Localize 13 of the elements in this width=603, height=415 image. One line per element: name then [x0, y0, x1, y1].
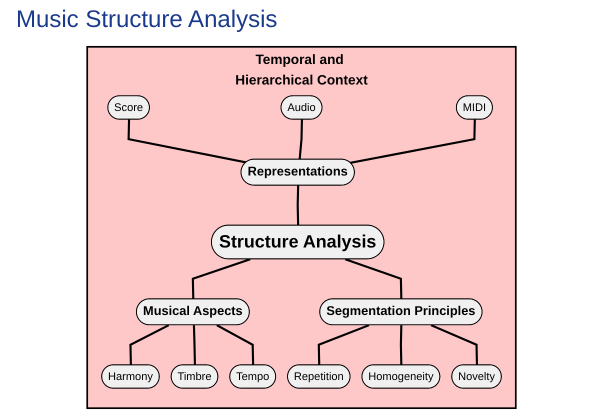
diagram-title: Music Structure Analysis	[16, 6, 278, 34]
connector	[129, 324, 170, 366]
connector	[298, 120, 303, 160]
connector	[318, 324, 370, 366]
connector	[400, 325, 402, 366]
connector	[296, 186, 300, 226]
connector	[192, 325, 196, 366]
connector	[216, 324, 254, 366]
connector	[350, 120, 476, 164]
connector	[344, 258, 402, 300]
connector	[430, 324, 478, 366]
connector	[192, 258, 251, 300]
connector	[128, 120, 246, 164]
